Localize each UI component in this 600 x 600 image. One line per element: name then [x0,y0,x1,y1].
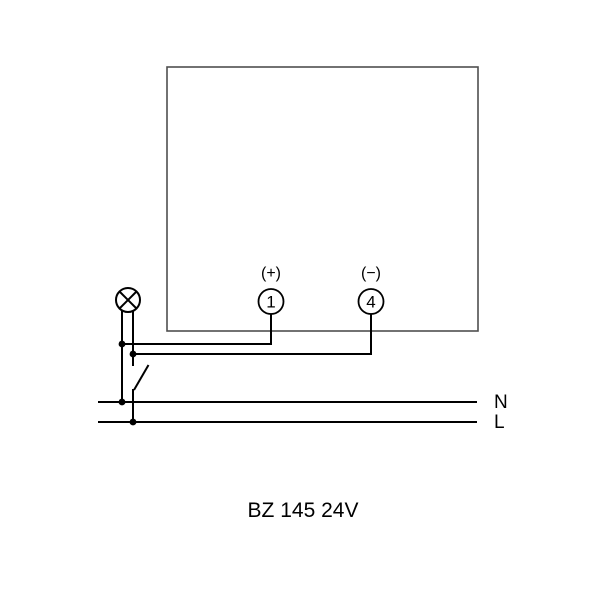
terminal-1-circle [257,288,285,315]
lamp-icon [115,287,141,313]
terminal-1-polarity-label: (+) [261,265,281,282]
junction-dot [118,340,126,348]
diagram-caption: BZ 145 24V [248,499,359,522]
junction-dot [129,418,137,426]
device-box [166,66,479,332]
switch-icon [133,364,150,391]
live-label: L [494,412,505,433]
lamp-cross-line [118,290,138,310]
junction-dot [129,350,137,358]
terminal-4-number: 4 [366,293,375,312]
neutral-label: N [494,392,508,413]
terminal-4-circle [357,288,385,315]
terminal-4-polarity-label: (−) [361,265,381,282]
junction-dot [118,398,126,406]
terminal-1-number: 1 [266,293,275,312]
